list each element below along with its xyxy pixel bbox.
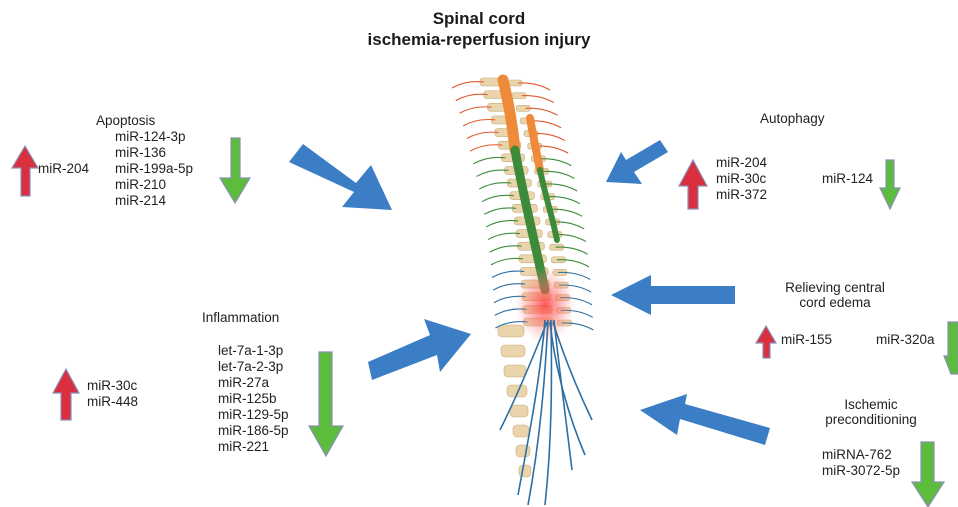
list-item: miR-186-5p [218,423,289,439]
spinal-nerve [460,107,492,113]
edema-arrow [611,275,735,315]
list-item: miR-3072-5p [822,463,900,479]
list-item: miR-129-5p [218,407,289,423]
preconditioning-arrow [640,394,770,445]
list-item: miR-125b [218,391,289,407]
preconditioning-down-arrow [912,442,944,507]
edema-down-list: miR-320a [876,332,935,348]
list-item: miR-204 [716,155,767,171]
list-item: miR-372 [716,187,767,203]
edema-up-arrow [756,326,776,358]
autophagy-heading: Autophagy [760,111,825,126]
spinal-nerve [467,132,499,138]
spinal-nerve [463,119,495,125]
edema-heading-line-2: cord edema [770,295,900,310]
spinal-nerve [482,195,514,201]
preconditioning-heading: Ischemic preconditioning [796,397,946,427]
preconditioning-down-list: miRNA-762 miR-3072-5p [822,447,900,479]
preconditioning-heading-line-1: Ischemic [796,397,946,412]
vertebra [519,465,531,477]
list-item: miR-155 [781,332,832,348]
spinal-nerve [522,96,554,103]
list-item: miR-199a-5p [115,161,193,177]
spinal-cord-branch-green [540,170,557,240]
spinal-nerve [518,83,550,90]
list-item: miR-136 [115,145,193,161]
apoptosis-up-arrow [12,146,38,196]
apoptosis-heading: Apoptosis [96,113,155,128]
vertebra [510,405,528,417]
autophagy-arrow [606,140,668,184]
apoptosis-down-list: miR-124-3p miR-136 miR-199a-5p miR-210 m… [115,129,193,209]
injury-site [515,267,575,343]
inflammation-heading: Inflammation [202,310,279,325]
list-item: miR-210 [115,177,193,193]
spinal-nerve [486,221,518,227]
preconditioning-heading-line-2: preconditioning [796,412,946,427]
spinal-cord-branch [530,118,540,170]
spinal-nerve [456,94,488,100]
list-item: miR-124-3p [115,129,193,145]
edema-up-list: miR-155 [781,332,832,348]
vertebra [516,445,530,457]
spinal-nerve [479,183,511,189]
list-item: miRNA-762 [822,447,900,463]
spinal-nerve [490,246,522,252]
inflammation-down-list: let-7a-1-3p let-7a-2-3p miR-27a miR-125b… [218,343,289,455]
spinal-nerve [491,258,523,264]
list-item: miR-124 [822,171,873,187]
spinal-cord-illustration [452,78,593,505]
edema-heading-line-1: Relieving central [770,280,900,295]
autophagy-down-list: miR-124 [822,171,873,187]
autophagy-up-arrow [679,160,707,209]
spinal-nerve [492,271,524,277]
list-item: miR-448 [87,394,138,410]
list-item: miR-221 [218,439,289,455]
spinal-nerve [473,157,505,163]
spinal-nerve [470,145,502,151]
autophagy-up-list: miR-204 miR-30c miR-372 [716,155,767,203]
edema-down-arrow [944,322,958,374]
vertebra [501,345,525,357]
inflammation-down-arrow [309,352,343,456]
list-item: miR-204 [38,161,89,177]
inflammation-up-arrow [53,369,79,420]
list-item: miR-27a [218,375,289,391]
inflammation-up-list: miR-30c miR-448 [87,378,138,410]
list-item: miR-320a [876,332,935,348]
spinal-nerve [452,82,484,88]
list-item: let-7a-1-3p [218,343,289,359]
spinal-cord-cervical [503,80,515,150]
edema-heading: Relieving central cord edema [770,280,900,310]
spinal-nerve [484,208,516,214]
vertebra [498,325,524,337]
apoptosis-up-list: miR-204 [38,161,89,177]
spinal-nerve [476,170,508,176]
list-item: let-7a-2-3p [218,359,289,375]
autophagy-down-arrow [880,160,900,209]
apoptosis-down-arrow [220,138,250,203]
list-item: miR-30c [716,171,767,187]
list-item: miR-214 [115,193,193,209]
spinal-nerve [488,233,520,239]
vertebra [513,425,529,437]
inflammation-arrow [368,319,471,380]
vertebra [504,365,526,377]
apoptosis-arrow [289,144,392,210]
list-item: miR-30c [87,378,138,394]
